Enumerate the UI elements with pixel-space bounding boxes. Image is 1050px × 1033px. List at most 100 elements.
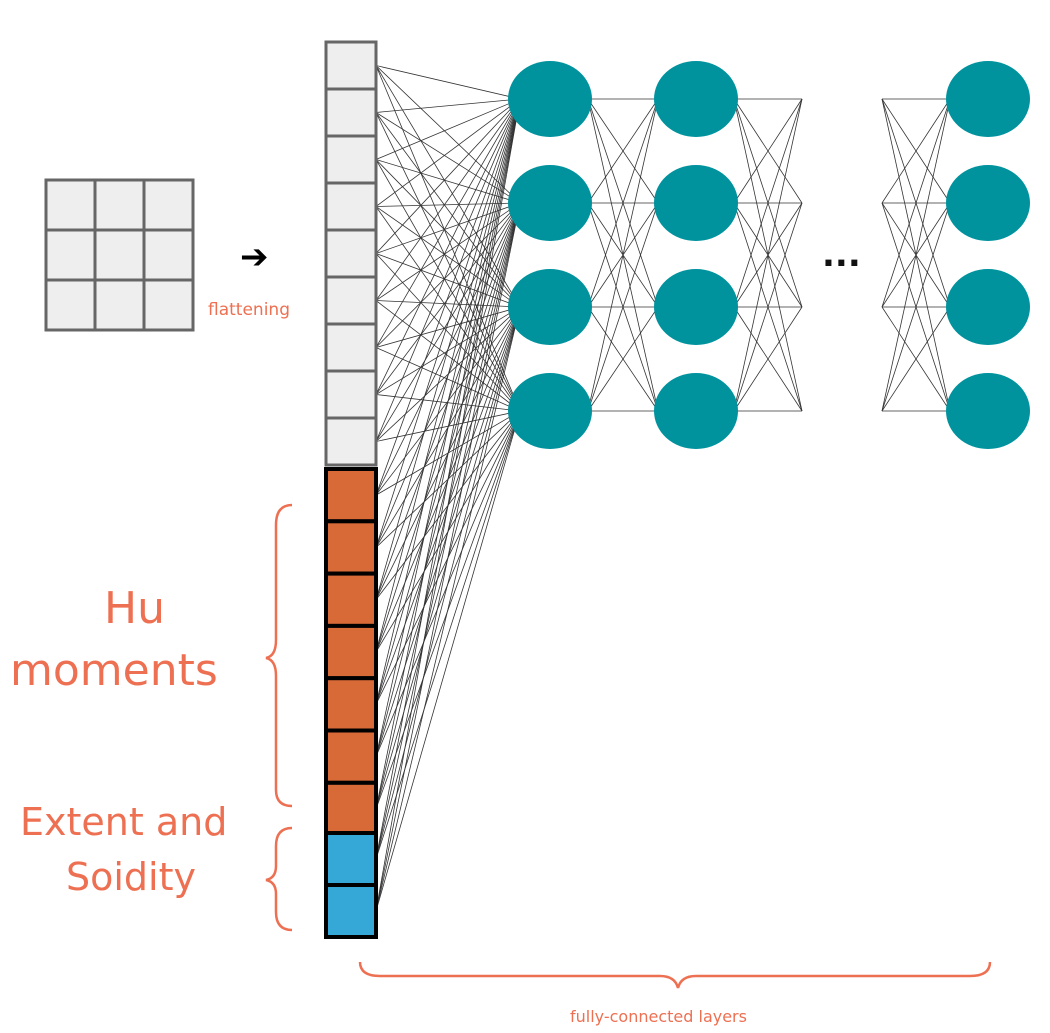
edge (375, 112, 521, 308)
edge (375, 98, 521, 254)
edge (375, 159, 521, 204)
flattened-cell (324, 134, 378, 185)
hu-moment-cell (324, 676, 378, 733)
neuron-layer3 (946, 373, 1030, 449)
edge (375, 202, 521, 860)
edge (733, 98, 803, 412)
hu-moments-cells (324, 467, 378, 838)
edge (375, 202, 521, 254)
edge (587, 98, 659, 308)
edge (375, 98, 521, 912)
edge (733, 98, 803, 204)
neuron-layer2 (654, 373, 738, 449)
layer1-to-layer2-edges (587, 98, 659, 412)
neuron-layer3 (946, 165, 1030, 241)
grid-cell (44, 178, 97, 232)
edge (375, 410, 521, 860)
edge (375, 98, 521, 348)
edge (375, 410, 521, 912)
edge (733, 306, 803, 412)
neuron-layer1 (508, 61, 592, 137)
edge (375, 98, 521, 207)
edge (375, 98, 521, 395)
edge (375, 65, 521, 100)
extent-solidity-cells (324, 831, 378, 939)
grid-cell (142, 278, 195, 332)
edge (881, 202, 951, 412)
neuron-layer2 (654, 165, 738, 241)
edge (375, 159, 521, 308)
edge (375, 65, 521, 308)
edge (375, 202, 521, 912)
extent-solidity-cell (324, 831, 378, 887)
hu-label-line2: moments (10, 645, 218, 696)
layers-ellipsis: ... (822, 235, 861, 275)
extent-label-line2: Soidity (66, 855, 196, 899)
neuron-layer1 (508, 373, 592, 449)
edge (375, 112, 521, 204)
neuron-layer1 (508, 269, 592, 345)
flattening-label: flattening (208, 300, 290, 320)
edge (733, 98, 803, 308)
flattened-cell (324, 40, 378, 91)
edge (375, 253, 521, 308)
edge (375, 98, 521, 705)
edge (375, 206, 521, 308)
hu-moment-cell (324, 623, 378, 681)
edge (375, 98, 521, 113)
edge (375, 159, 521, 412)
fully-connected-brace (358, 961, 992, 989)
flattened-cell (324, 228, 378, 279)
hu-moment-cell (324, 571, 378, 628)
edge (375, 65, 521, 412)
edge (587, 98, 659, 204)
hu-moment-cell (324, 728, 378, 785)
extent-solidity-brace (265, 826, 293, 932)
flattened-cell (324, 275, 378, 326)
layer3-stub-edges (881, 98, 951, 412)
edge (375, 202, 521, 207)
edge (375, 112, 521, 412)
neuron-layer2 (654, 269, 738, 345)
edge (881, 98, 951, 204)
neuron-layer3 (946, 61, 1030, 137)
extent-solidity-cell (324, 883, 378, 939)
edge (375, 98, 521, 600)
edge (587, 98, 659, 412)
edge (375, 206, 521, 412)
edge (881, 306, 951, 412)
input-image-grid (44, 178, 195, 332)
fully-connected-label: fully-connected layers (570, 1007, 747, 1026)
layer2-stub-edges (733, 98, 803, 412)
grid-cell (44, 278, 97, 332)
edge (375, 65, 521, 204)
edge (881, 98, 951, 412)
flattened-input-column (324, 40, 378, 467)
grid-cell (93, 178, 146, 232)
grid-cell (142, 228, 195, 282)
flattened-cell (324, 87, 378, 138)
edge (375, 98, 521, 160)
edge (375, 98, 521, 860)
edge (587, 202, 659, 412)
edge (375, 98, 521, 653)
edge (375, 306, 521, 860)
grid-cell (142, 178, 195, 232)
edge (375, 202, 521, 348)
edge (375, 253, 521, 412)
flatten-arrow: ➔ (240, 237, 269, 277)
extent-label-line1: Extent and (20, 800, 227, 844)
edge (881, 98, 951, 308)
neuron-layer2 (654, 61, 738, 137)
edge (733, 202, 803, 412)
edge (375, 98, 521, 810)
flattened-cell (324, 322, 378, 373)
hu-label-line1: Hu (104, 583, 165, 634)
hu-moments-brace (265, 503, 293, 808)
edge (375, 98, 521, 301)
edge (375, 300, 521, 412)
grid-cell (93, 228, 146, 282)
neuron-layer1 (508, 165, 592, 241)
edge (375, 98, 521, 548)
